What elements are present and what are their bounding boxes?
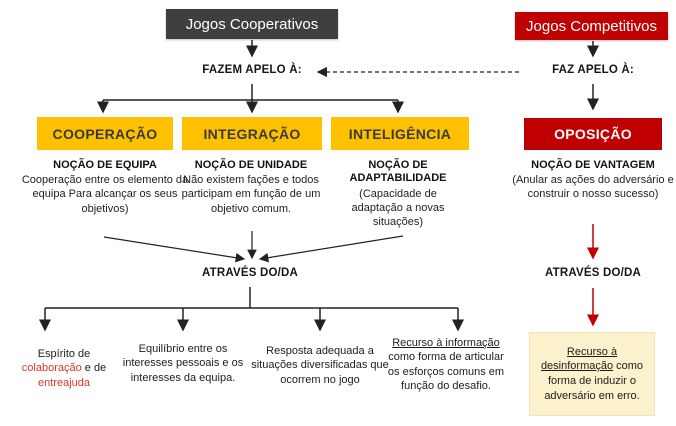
- outcome-text: como forma de articular os esforços comu…: [387, 351, 505, 392]
- notion-heading: NOÇÃO DE VANTAGEM: [531, 159, 655, 171]
- outcome-informacao: Recurso à informação como forma de artic…: [383, 336, 509, 393]
- branch-label: COOPERAÇÃO: [52, 125, 158, 142]
- outcome-fanout-arrows: [39, 287, 464, 332]
- cooperative-branch-arrows: [97, 84, 404, 114]
- outcome-resposta: Resposta adequada a situações diversific…: [251, 345, 389, 386]
- notion-description: (Anular as ações do adversário e constru…: [512, 174, 674, 201]
- notion-description: (Capacidade de adaptação a novas situaçõ…: [351, 187, 445, 228]
- branch-box-oposicao: OPOSIÇÃO: [524, 118, 662, 150]
- branch-box-cooperacao: COOPERAÇÃO: [37, 117, 173, 150]
- outcome-text: Espírito de: [37, 348, 91, 360]
- branch-box-integracao: INTEGRAÇÃO: [182, 117, 322, 150]
- outcome-desinformacao-box: Recurso à desinformação como forma de in…: [529, 332, 655, 416]
- outcome-underlined-text: Recurso à desinformação: [540, 345, 618, 373]
- notion-heading: NOÇÃO DE UNIDADE: [194, 159, 308, 171]
- notion-heading: NOÇÃO DE ADAPTABILIDADE: [349, 159, 447, 185]
- outcome-text: como forma de induzir o adversário em er…: [544, 360, 644, 402]
- branch-label: INTEGRAÇÃO: [203, 125, 301, 142]
- outcome-equilibrio: Equilíbrio entre os interesses pessoais …: [122, 343, 244, 384]
- outcome-text: e de: [84, 362, 107, 375]
- outcome-text-red: colaboração: [21, 362, 82, 375]
- branch-label: INTELIGÊNCIA: [348, 125, 452, 142]
- notion-unidade: NOÇÃO DE UNIDADE Não existem fações e to…: [172, 159, 330, 216]
- outcome-espirito: Espírito de colaboração e de entreajuda: [8, 347, 120, 390]
- competitive-games-title: Jogos Competitivos: [526, 17, 657, 35]
- competitive-games-header: Jogos Competitivos: [515, 12, 668, 40]
- notion-description: Cooperação entre os elemento da equipa P…: [21, 174, 189, 215]
- outcome-text-red: entreajuda: [38, 376, 90, 389]
- notion-heading: NOÇÃO DE EQUIPA: [53, 159, 157, 171]
- competitive-appeal-label: FAZ APELO À:: [552, 64, 634, 76]
- branch-box-inteligencia: INTELIGÊNCIA: [331, 117, 469, 150]
- notion-description: Não existem fações e todos participam em…: [181, 174, 321, 215]
- competitive-through-label: ATRAVÉS DO/DA: [544, 267, 642, 279]
- cooperative-through-label: ATRAVÉS DO/DA: [201, 267, 299, 279]
- branch-label: OPOSIÇÃO: [554, 126, 632, 142]
- notion-equipa: NOÇÃO DE EQUIPA Cooperação entre os elem…: [19, 159, 191, 216]
- cooperative-games-header: Jogos Cooperativos: [166, 9, 338, 39]
- outcome-underlined-text: Recurso à informação: [392, 337, 500, 349]
- notion-vantagem: NOÇÃO DE VANTAGEM (Anular as ações do ad…: [508, 159, 676, 202]
- outcome-desinformacao-text: Recurso à desinformação como forma de in…: [534, 345, 650, 403]
- notion-adaptabilidade: NOÇÃO DE ADAPTABILIDADE (Capacidade de a…: [333, 159, 463, 229]
- cooperative-appeal-label: FAZEM APELO À:: [202, 64, 302, 76]
- header-down-arrows: [246, 40, 599, 58]
- converge-arrows: [103, 231, 404, 263]
- cooperative-games-title: Jogos Cooperativos: [185, 15, 319, 33]
